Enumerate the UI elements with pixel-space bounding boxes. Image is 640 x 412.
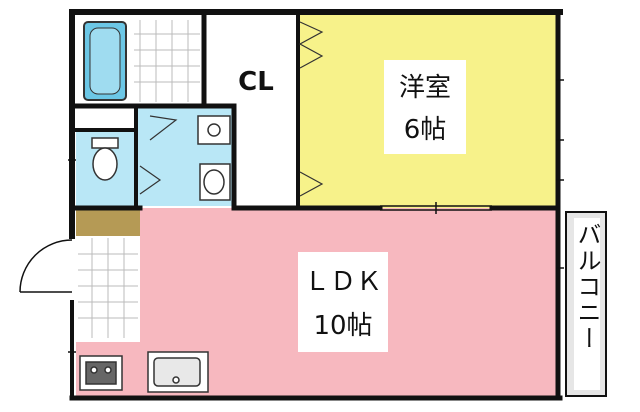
stove-icon: [79, 355, 123, 391]
western-room-name: 洋室: [399, 73, 451, 103]
walls: [69, 9, 563, 401]
washroom-door-icon: [139, 115, 178, 195]
closet-door-icon: [298, 21, 324, 197]
western-room-size: 6帖: [404, 115, 447, 145]
storage-floor: [76, 210, 140, 236]
entrance-tile-grid: [78, 238, 138, 338]
balcony-label-box: [574, 218, 600, 390]
ldk-label-box: [298, 252, 388, 352]
window-marks: [68, 79, 564, 353]
balcony-label: バルコニー: [573, 222, 601, 352]
sliding-door-icon: [380, 202, 492, 214]
ldk-name: ＬＤＫ: [304, 267, 382, 297]
ldk-size: 10帖: [313, 311, 372, 341]
bathtub-inner-icon: [89, 27, 121, 95]
bathroom-tile-grid: [134, 20, 200, 102]
western-room-label-box: [384, 60, 466, 154]
closet-label: CL: [238, 67, 274, 97]
entrance-door-icon: [19, 239, 73, 293]
toilet-icon: [91, 137, 119, 181]
sink-icon: [199, 163, 231, 201]
washing-machine-icon: [197, 115, 231, 145]
kitchen-sink-icon: [147, 351, 209, 393]
